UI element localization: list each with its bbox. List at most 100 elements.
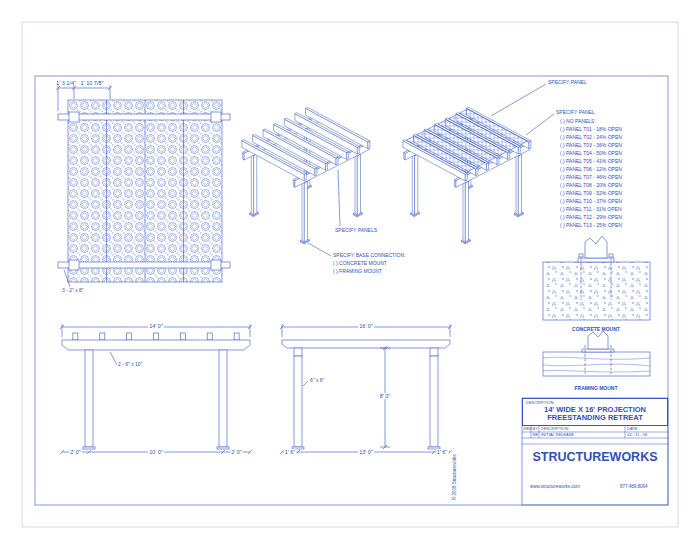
option-item: ( ) NO PANELS bbox=[560, 119, 594, 125]
note-text: SPECIFY PANEL bbox=[548, 80, 587, 86]
project-title: 14' WIDE X 16' PROJECTION FREESTANDING R… bbox=[526, 406, 664, 423]
rafter bbox=[242, 141, 304, 181]
post bbox=[355, 155, 357, 215]
post bbox=[518, 154, 521, 215]
contact-text: www.structureworks.com bbox=[530, 484, 580, 489]
post bbox=[430, 356, 438, 447]
description-box: DESCRIPTION:14' WIDE X 16' PROJECTION FR… bbox=[522, 398, 668, 426]
dimension-label: 1' 10 7/8" bbox=[81, 80, 104, 86]
rafter-end bbox=[234, 333, 239, 340]
option-item: ( ) CONCRETE MOUNT bbox=[333, 261, 387, 267]
lag-bolt bbox=[585, 345, 611, 374]
table-cell: 04 - 11 - 08 bbox=[627, 433, 647, 438]
member-label: 6" x 6" bbox=[310, 378, 324, 384]
base-plate bbox=[578, 258, 614, 262]
rafter bbox=[326, 163, 328, 171]
rafter-end bbox=[73, 333, 78, 340]
rafter-end bbox=[207, 333, 212, 340]
post bbox=[463, 182, 465, 242]
option-item: ( ) PANEL T12 - 29% OPEN bbox=[560, 215, 622, 221]
rafter bbox=[508, 152, 510, 160]
dimension-label: 8' 0" bbox=[379, 393, 392, 399]
post bbox=[516, 155, 518, 215]
option-item: ( ) PANEL T06 - 12% OPEN bbox=[560, 167, 622, 173]
nut bbox=[579, 254, 583, 257]
beam-end bbox=[430, 348, 438, 356]
note-text: SPECIFY PANELS bbox=[335, 228, 377, 234]
note-text: SPECIFY BASE CONNECTION: bbox=[333, 253, 405, 259]
nut bbox=[609, 254, 613, 257]
rafter bbox=[242, 140, 306, 175]
copyright-text: © 2008 Structureworks bbox=[452, 454, 457, 500]
rafter bbox=[347, 152, 349, 160]
option-item: ( ) PANEL T07 - 46% OPEN bbox=[560, 175, 622, 181]
option-item: ( ) PANEL T08 - 20% OPEN bbox=[560, 183, 622, 189]
member-label: 2 - 6" x 10" bbox=[118, 362, 142, 368]
rafter bbox=[518, 146, 520, 154]
option-item: ( ) PANEL T09 - 52% OPEN bbox=[560, 191, 622, 197]
dimension-label: 14' 0" bbox=[148, 323, 164, 329]
table-cell: REV bbox=[524, 427, 532, 432]
dimension-label: 1' 3 1/4" bbox=[56, 80, 76, 86]
post bbox=[69, 112, 79, 122]
dimension-line bbox=[58, 85, 110, 111]
shade-panel bbox=[459, 109, 527, 145]
post bbox=[254, 154, 257, 215]
dimension-label: 13' 0" bbox=[358, 449, 374, 455]
rafter-end bbox=[100, 333, 105, 340]
post bbox=[357, 154, 360, 215]
post bbox=[302, 182, 304, 242]
option-item: ( ) PANEL T10 - 37% OPEN bbox=[560, 199, 622, 205]
rafter bbox=[368, 141, 370, 149]
post bbox=[251, 154, 253, 214]
anchor-bolt bbox=[581, 254, 611, 300]
rafter bbox=[529, 141, 531, 149]
base-plate bbox=[582, 349, 614, 352]
rafter bbox=[465, 173, 467, 181]
concrete-slab bbox=[543, 262, 650, 320]
dimension-label: 1' 6" bbox=[284, 449, 297, 455]
dimension-label: 1' 6" bbox=[436, 449, 449, 455]
post bbox=[304, 181, 307, 242]
rafter bbox=[497, 157, 499, 165]
post-stub bbox=[585, 236, 607, 258]
member-label: 3 - 2" x 8" bbox=[62, 288, 84, 294]
rafter-end bbox=[154, 333, 159, 340]
post bbox=[85, 350, 93, 447]
dimension-label: 2' 0" bbox=[230, 449, 243, 455]
leader-line bbox=[303, 381, 308, 386]
dimension-label: 10' 0" bbox=[148, 449, 164, 455]
contact-text: 877.489.8064 bbox=[620, 484, 648, 489]
leader-line bbox=[110, 352, 117, 365]
beam bbox=[58, 262, 230, 268]
rafter bbox=[336, 157, 338, 165]
post bbox=[412, 154, 414, 214]
leader-line bbox=[64, 270, 70, 287]
option-item: ( ) PANEL T01 - 18% OPEN bbox=[560, 127, 622, 133]
post-stub bbox=[588, 331, 608, 349]
post bbox=[211, 260, 221, 270]
dimension-line bbox=[282, 324, 450, 337]
post bbox=[294, 356, 302, 447]
post bbox=[211, 112, 221, 122]
option-item: ( ) PANEL T02 - 24% OPEN bbox=[560, 135, 622, 141]
table-cell: DATE bbox=[627, 427, 637, 432]
post bbox=[69, 260, 79, 270]
rafter bbox=[357, 146, 359, 154]
post bbox=[219, 350, 227, 447]
post bbox=[465, 181, 468, 242]
post bbox=[415, 154, 418, 215]
note-text: SPECIFY PANEL bbox=[556, 110, 595, 116]
base-plate bbox=[217, 447, 229, 449]
rafter-end bbox=[127, 333, 132, 340]
rafter bbox=[487, 163, 489, 171]
option-item: ( ) PANEL T03 - 36% OPEN bbox=[560, 143, 622, 149]
option-item: ( ) PANEL T11 - 31% OPEN bbox=[560, 207, 622, 213]
sheet-border bbox=[22, 22, 678, 527]
detail-title: CONCRETE MOUNT bbox=[572, 327, 620, 333]
beam bbox=[62, 340, 250, 350]
option-item: ( ) PANEL T04 - 50% OPEN bbox=[560, 151, 622, 157]
title-block bbox=[522, 398, 668, 505]
